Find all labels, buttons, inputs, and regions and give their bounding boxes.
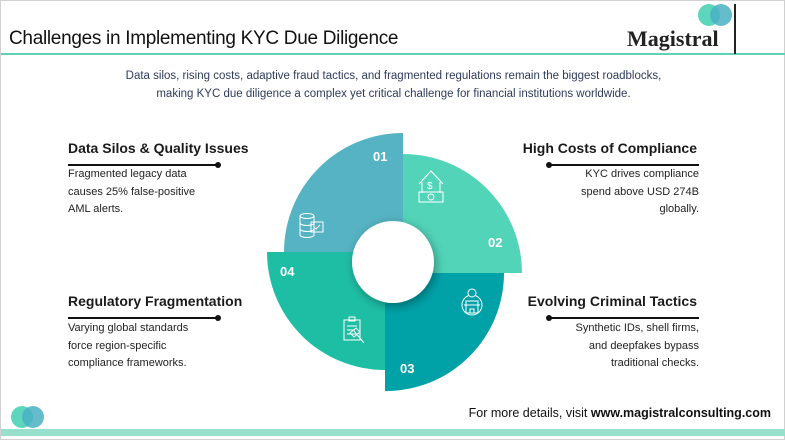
subtitle-line: making KYC due diligence a complex yet c… [156, 88, 631, 100]
bank-dollar-icon [461, 288, 483, 316]
logo-divider [734, 4, 736, 54]
challenge-description: KYC drives compliance spend above USD 27… [539, 166, 699, 219]
description-line: Synthetic IDs, shell firms, [575, 322, 699, 334]
page-title: Challenges in Implementing KYC Due Dilig… [9, 28, 399, 49]
challenge-title: Data Silos & Quality Issues [68, 140, 249, 156]
description-line: force region-specific [68, 339, 167, 352]
description-line: globally. [659, 203, 699, 215]
header-divider [1, 53, 785, 55]
connector-line [68, 315, 221, 321]
svg-text:$: $ [427, 181, 433, 192]
description-line: spend above USD 274B [580, 185, 699, 198]
description-line: AML alerts. [68, 203, 124, 215]
description-line: traditional checks. [610, 357, 699, 369]
segment-02 [403, 154, 522, 273]
clipboard-gavel-icon [343, 316, 365, 344]
challenge-description: Varying global standards force region-sp… [68, 320, 228, 373]
description-line: KYC drives compliance [585, 168, 699, 180]
connector-line [546, 162, 699, 168]
center-hole [352, 221, 434, 303]
segment-number: 04 [280, 264, 295, 279]
challenge-title: Evolving Criminal Tactics [527, 293, 697, 309]
subtitle-line: Data silos, rising costs, adaptive fraud… [125, 70, 662, 82]
challenge-description: Fragmented legacy data causes 25% false-… [68, 166, 228, 219]
website-link[interactable]: www.magistralconsulting.com [590, 406, 771, 420]
database-check-icon [299, 213, 324, 238]
subtitle: Data silos, rising costs, adaptive fraud… [1, 67, 785, 103]
description-line: compliance frameworks. [68, 357, 187, 369]
footer-prefix: For more details, visit [468, 406, 591, 420]
description-line: Fragmented legacy data [68, 168, 187, 180]
challenge-title: High Costs of Compliance [522, 140, 697, 156]
segment-03 [385, 273, 504, 392]
challenge-title: Regulatory Fragmentation [68, 293, 243, 309]
segment-number: 02 [488, 235, 502, 250]
money-house-icon: $ [418, 170, 444, 203]
challenge-description: Synthetic IDs, shell firms, and deepfake… [539, 320, 699, 373]
connector-line [68, 162, 221, 168]
bottom-bar [1, 429, 785, 436]
segment-number: 03 [400, 361, 414, 376]
segment-number: 01 [373, 149, 387, 164]
footer-text: For more details, visit www.magistralcon… [469, 406, 771, 420]
description-line: Varying global standards [68, 322, 189, 334]
connector-line [546, 315, 699, 321]
description-line: and deepfakes bypass [588, 339, 699, 352]
logo-text: Magistral [627, 26, 719, 51]
description-line: causes 25% false-positive [68, 185, 196, 198]
